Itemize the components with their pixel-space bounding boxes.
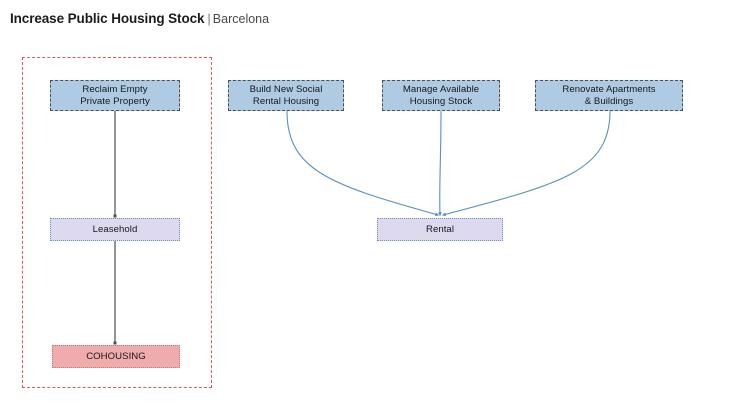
node-label-cohousing: COHOUSING [86, 350, 146, 362]
node-renovate-apartments-buildings[interactable]: Renovate Apartments & Buildings [535, 80, 683, 111]
node-label-manage-available-housing-stock: Manage Available Housing Stock [402, 83, 480, 107]
node-label-reclaim-empty-private-property: Reclaim Empty Private Property [80, 83, 150, 107]
node-manage-available-housing-stock[interactable]: Manage Available Housing Stock [382, 80, 500, 111]
edge-build-to-rental [286, 110, 440, 217]
node-label-leasehold: Leasehold [92, 223, 138, 235]
edge-manage-to-rental [438, 110, 442, 217]
node-reclaim-empty-private-property[interactable]: Reclaim Empty Private Property [50, 80, 180, 111]
page-title-subtitle: Barcelona [212, 12, 270, 26]
node-build-new-social-rental-housing[interactable]: Build New Social Rental Housing [228, 80, 344, 111]
node-label-rental: Rental [425, 223, 455, 235]
node-label-build-new-social-rental-housing: Build New Social Rental Housing [249, 83, 323, 107]
page-title-separator: | [207, 11, 211, 26]
node-label-renovate-apartments-buildings: Renovate Apartments & Buildings [562, 83, 656, 107]
node-rental[interactable]: Rental [377, 218, 503, 241]
node-cohousing[interactable]: COHOUSING [52, 345, 180, 368]
page-title-main: Increase Public Housing Stock [10, 11, 205, 26]
edge-renovate-to-rental [441, 110, 611, 217]
page-title: Increase Public Housing Stock|Barcelona [10, 11, 269, 27]
node-leasehold[interactable]: Leasehold [50, 218, 180, 241]
